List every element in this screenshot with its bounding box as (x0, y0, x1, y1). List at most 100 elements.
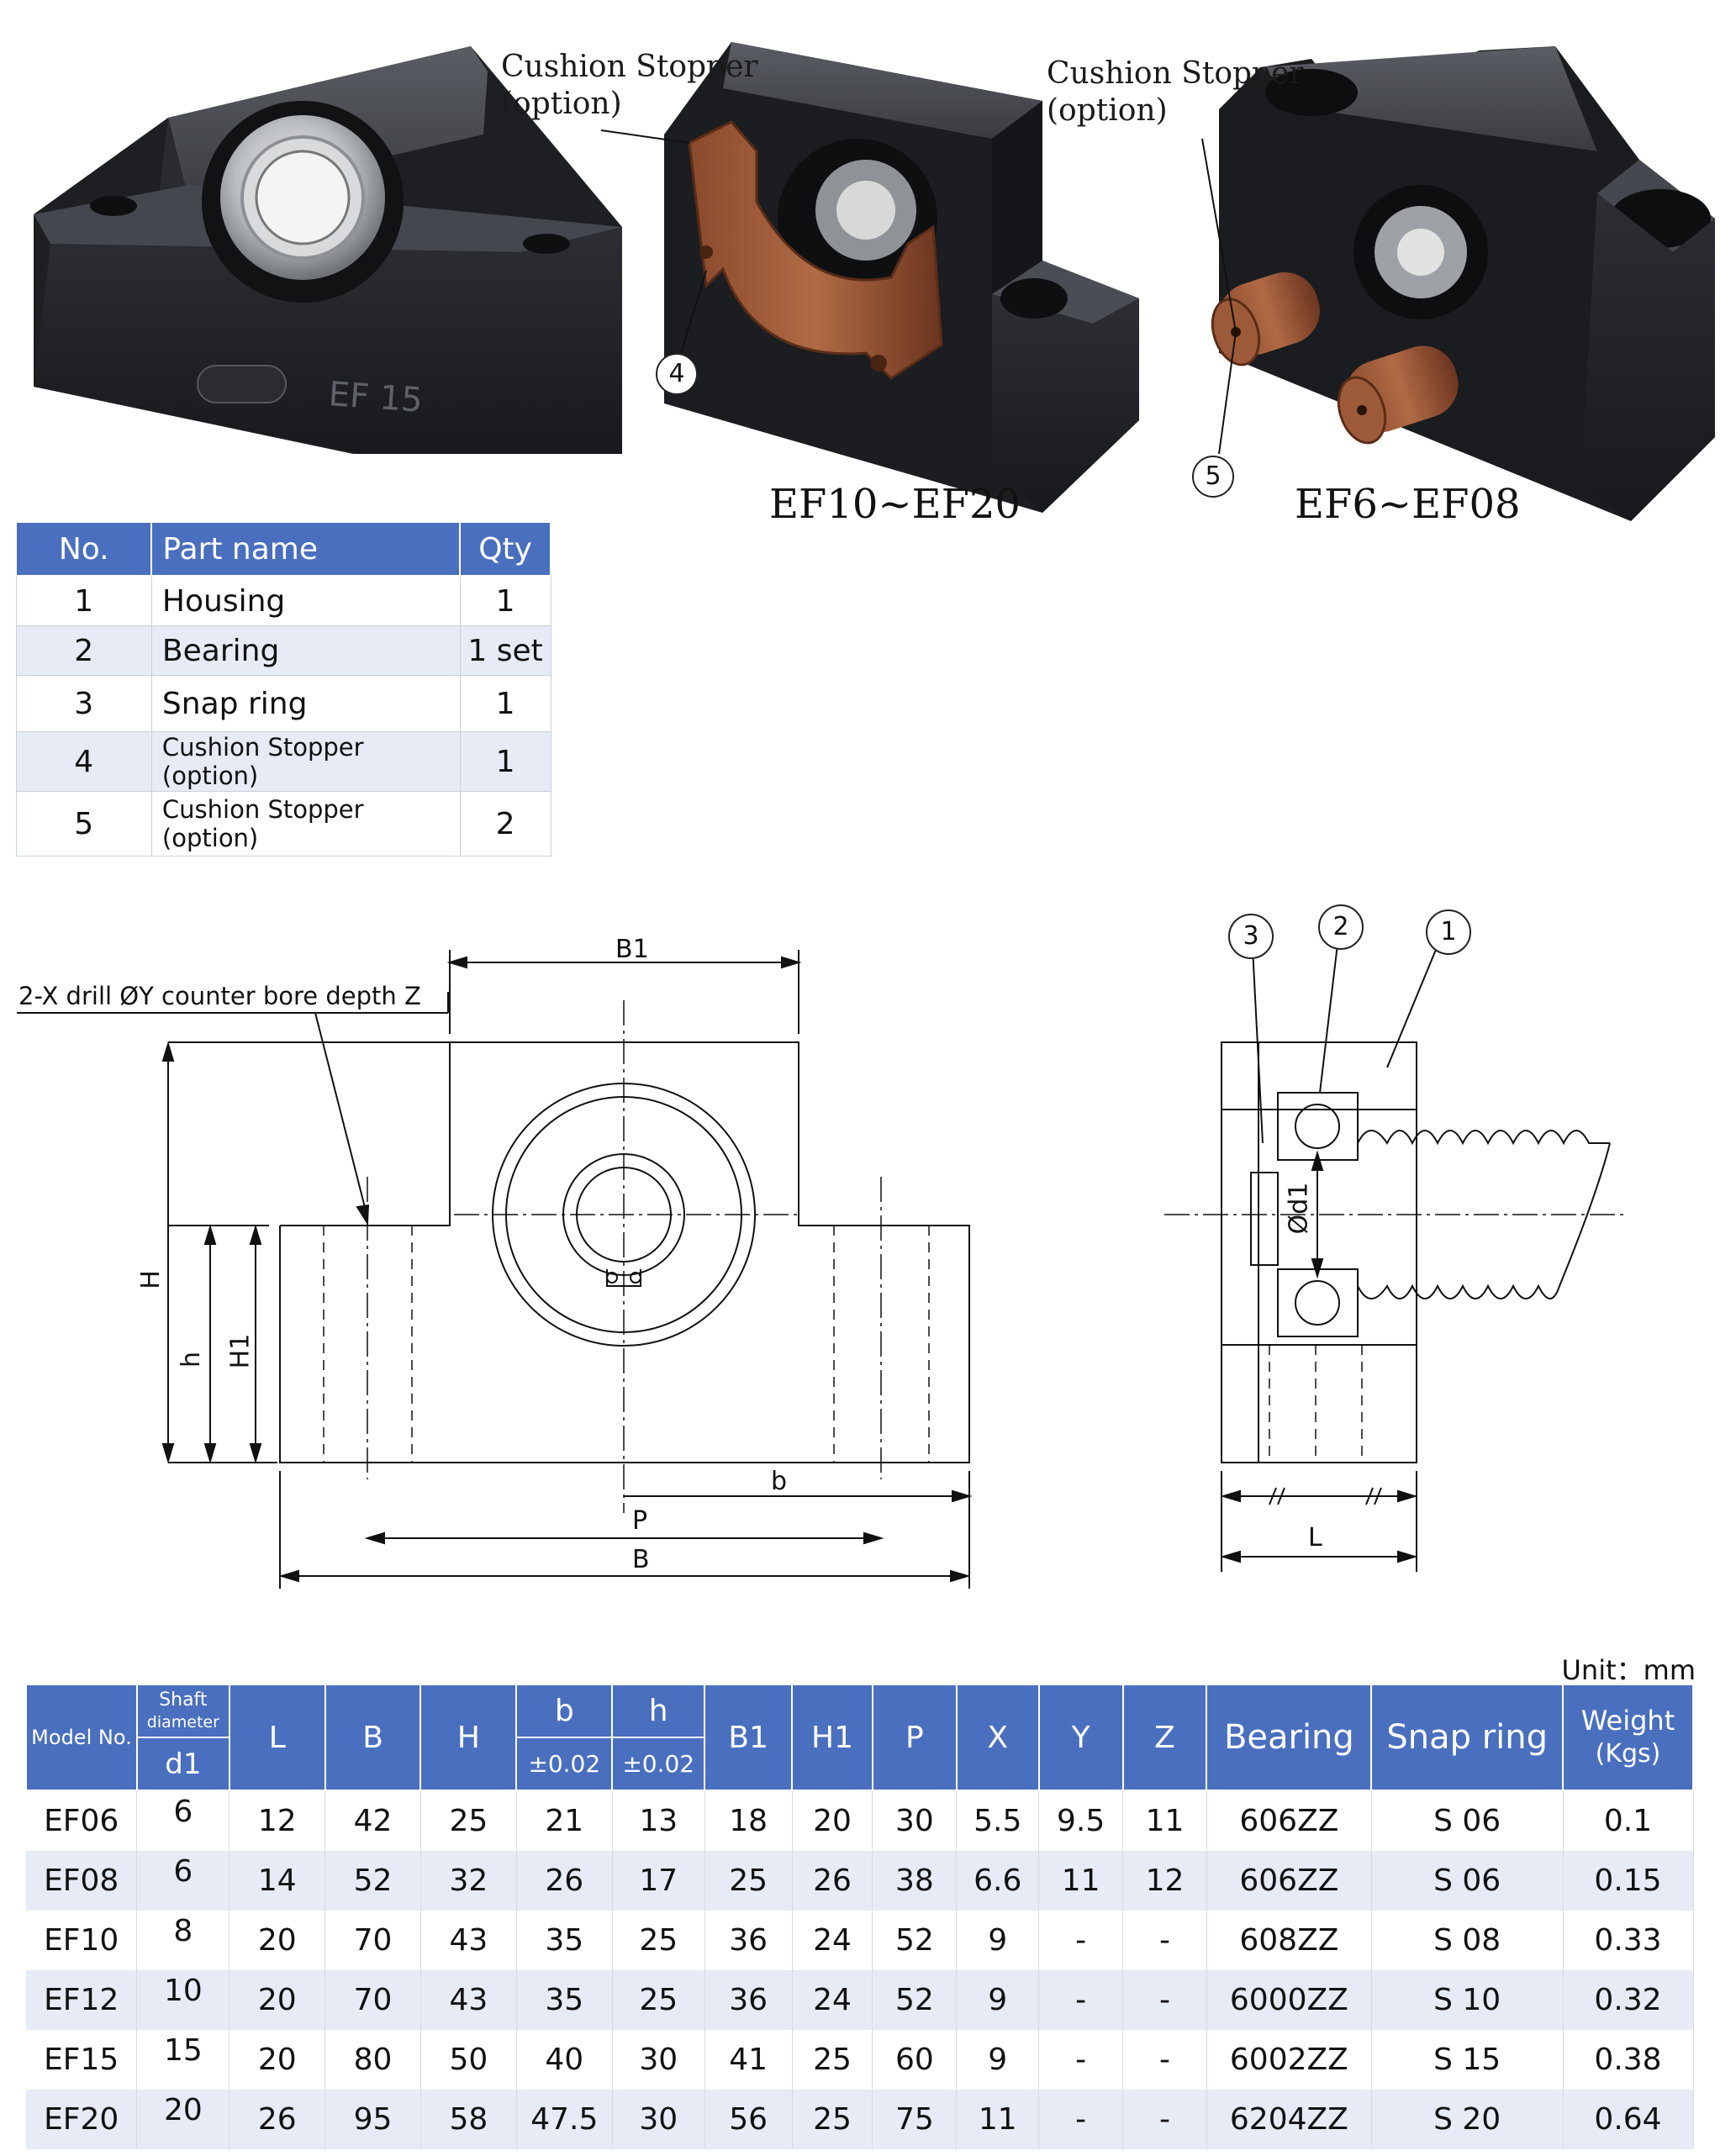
table-row: 2 Bearing 1 set (15, 625, 551, 676)
spec-cell-snap: S 15 (1371, 2030, 1564, 2090)
spec-cell-H: 58 (420, 2090, 517, 2149)
dim-h: h (177, 1351, 207, 1368)
spec-cell-Z: - (1122, 1970, 1207, 2030)
parts-cell-no: 3 (15, 675, 152, 732)
spec-cell-model: EF10 (26, 1911, 138, 1970)
spec-cell-H: 32 (420, 1851, 517, 1911)
front-view-drawing (17, 950, 973, 1589)
spec-cell-d1: 10 (136, 1970, 230, 2030)
spec-cell-snap: S 08 (1371, 1911, 1564, 1970)
dim-b: b (771, 1467, 788, 1496)
spec-cell-P: 30 (872, 1790, 958, 1851)
parts-header-no: No. (14, 521, 153, 577)
parts-cell-no: 4 (15, 731, 152, 792)
spec-cell-H1: 24 (792, 1911, 873, 1970)
parts-cell-name: Housing (150, 575, 461, 626)
spec-cell-b: 35 (516, 1970, 613, 2030)
spec-header-bearing: Bearing (1206, 1684, 1373, 1791)
callout-b-line1: Cushion Stopper (1047, 56, 1304, 91)
spec-cell-B: 95 (325, 2090, 421, 2149)
spec-cell-Y: - (1038, 2030, 1124, 2090)
spec-header-P: P (871, 1684, 958, 1791)
spec-cell-B: 80 (325, 2030, 421, 2090)
spec-cell-H: 50 (420, 2030, 517, 2090)
spec-cell-H1: 26 (792, 1851, 873, 1911)
spec-header-shaft: Shaft diameter (135, 1684, 230, 1738)
dim-L: L (1308, 1523, 1322, 1552)
spec-header-L: L (228, 1684, 326, 1791)
part-number-5: 5 (1192, 456, 1234, 498)
spec-cell-snap: S 06 (1371, 1851, 1564, 1911)
table-row: 3 Snap ring 1 (15, 675, 551, 732)
spec-cell-weight: 0.15 (1563, 1851, 1694, 1911)
spec-cell-H1: 25 (792, 2030, 873, 2090)
dim-B: B (632, 1545, 650, 1574)
spec-cell-B1: 25 (704, 1851, 793, 1911)
parts-cell-no: 5 (15, 791, 152, 857)
spec-cell-P: 52 (872, 1970, 958, 2030)
weight-line1: Weight (1580, 1705, 1675, 1737)
spec-header-row-2: d1 ±0.02 ±0.02 (26, 1737, 1693, 1791)
spec-cell-h: 25 (612, 1911, 705, 1970)
spec-cell-bearing: 608ZZ (1206, 1911, 1372, 1970)
spec-header-X: X (955, 1684, 1040, 1791)
spec-cell-Y: - (1038, 1911, 1124, 1970)
spec-cell-X: 9 (956, 1911, 1040, 1970)
spec-cell-X: 11 (956, 2090, 1040, 2149)
caption-ef10-ef20: EF10~EF20 (769, 481, 1021, 528)
unit-label: Unit：mm (1561, 1654, 1696, 1686)
spec-cell-Y: - (1038, 1970, 1124, 2030)
ef15-housing-photo (34, 46, 622, 454)
spec-cell-B: 70 (325, 1970, 421, 2030)
callout-a-line1: Cushion Stopper (501, 50, 758, 84)
note-drill: 2-X drill ØY counter bore depth Z (18, 982, 421, 1010)
parts-cell-name: Cushion Stopper (option) (150, 791, 461, 857)
product-photos: EF 15 (34, 42, 1715, 521)
spec-cell-model: EF12 (26, 1970, 138, 2030)
spec-header-H1: H1 (791, 1684, 873, 1791)
spec-cell-B1: 36 (704, 1911, 793, 1970)
spec-header-snap: Snap ring (1370, 1684, 1564, 1791)
spec-table: Model No. Shaft diameter L B H b h B1 H1… (25, 1684, 1694, 2149)
spec-cell-Z: - (1122, 2090, 1207, 2149)
ef10-ef20-photo (664, 42, 1139, 513)
spec-cell-d1: 15 (136, 2030, 230, 2090)
spec-cell-d1: 20 (136, 2090, 230, 2149)
spec-cell-X: 5.5 (956, 1790, 1040, 1851)
spec-cell-B: 70 (325, 1911, 421, 1970)
parts-cell-qty: 1 (459, 575, 551, 626)
spec-cell-h: 30 (612, 2090, 705, 2149)
spec-cell-X: 9 (956, 1970, 1040, 2030)
spec-header-d1: d1 (135, 1737, 230, 1791)
cushion-stopper-lower (1337, 345, 1459, 445)
dim-P: P (632, 1506, 648, 1536)
spec-header-B: B (324, 1684, 422, 1791)
side-view-drawing (1164, 936, 1627, 1572)
spec-cell-B: 52 (325, 1851, 421, 1911)
table-row: 5 Cushion Stopper (option) 2 (15, 791, 551, 857)
spec-cell-weight: 0.38 (1563, 2030, 1694, 2090)
spec-cell-model: EF20 (26, 2090, 138, 2149)
spec-cell-bearing: 6000ZZ (1206, 1970, 1372, 2030)
parts-cell-name: Snap ring (150, 675, 461, 732)
parts-header-name: Part name (150, 521, 462, 577)
ef6-ef08-photo (1211, 46, 1715, 521)
spec-cell-B1: 56 (704, 2090, 793, 2149)
callout-cushion-stopper-a: Cushion Stopper (option) (501, 49, 758, 123)
parts-cell-name: Cushion Stopper (option) (150, 731, 461, 792)
spec-cell-P: 60 (872, 2030, 958, 2090)
spec-cell-d1: 6 (136, 1790, 230, 1851)
spec-cell-bearing: 606ZZ (1206, 1790, 1372, 1851)
spec-cell-P: 38 (872, 1851, 958, 1911)
parts-cell-qty: 2 (459, 791, 551, 857)
callout-a-line2: (option) (501, 87, 622, 121)
spec-cell-Z: 11 (1122, 1790, 1207, 1851)
table-row: 1 Housing 1 (15, 575, 551, 626)
spec-cell-model: EF08 (26, 1851, 138, 1911)
parts-header-qty: Qty (459, 521, 551, 577)
spec-cell-b: 21 (516, 1790, 613, 1851)
